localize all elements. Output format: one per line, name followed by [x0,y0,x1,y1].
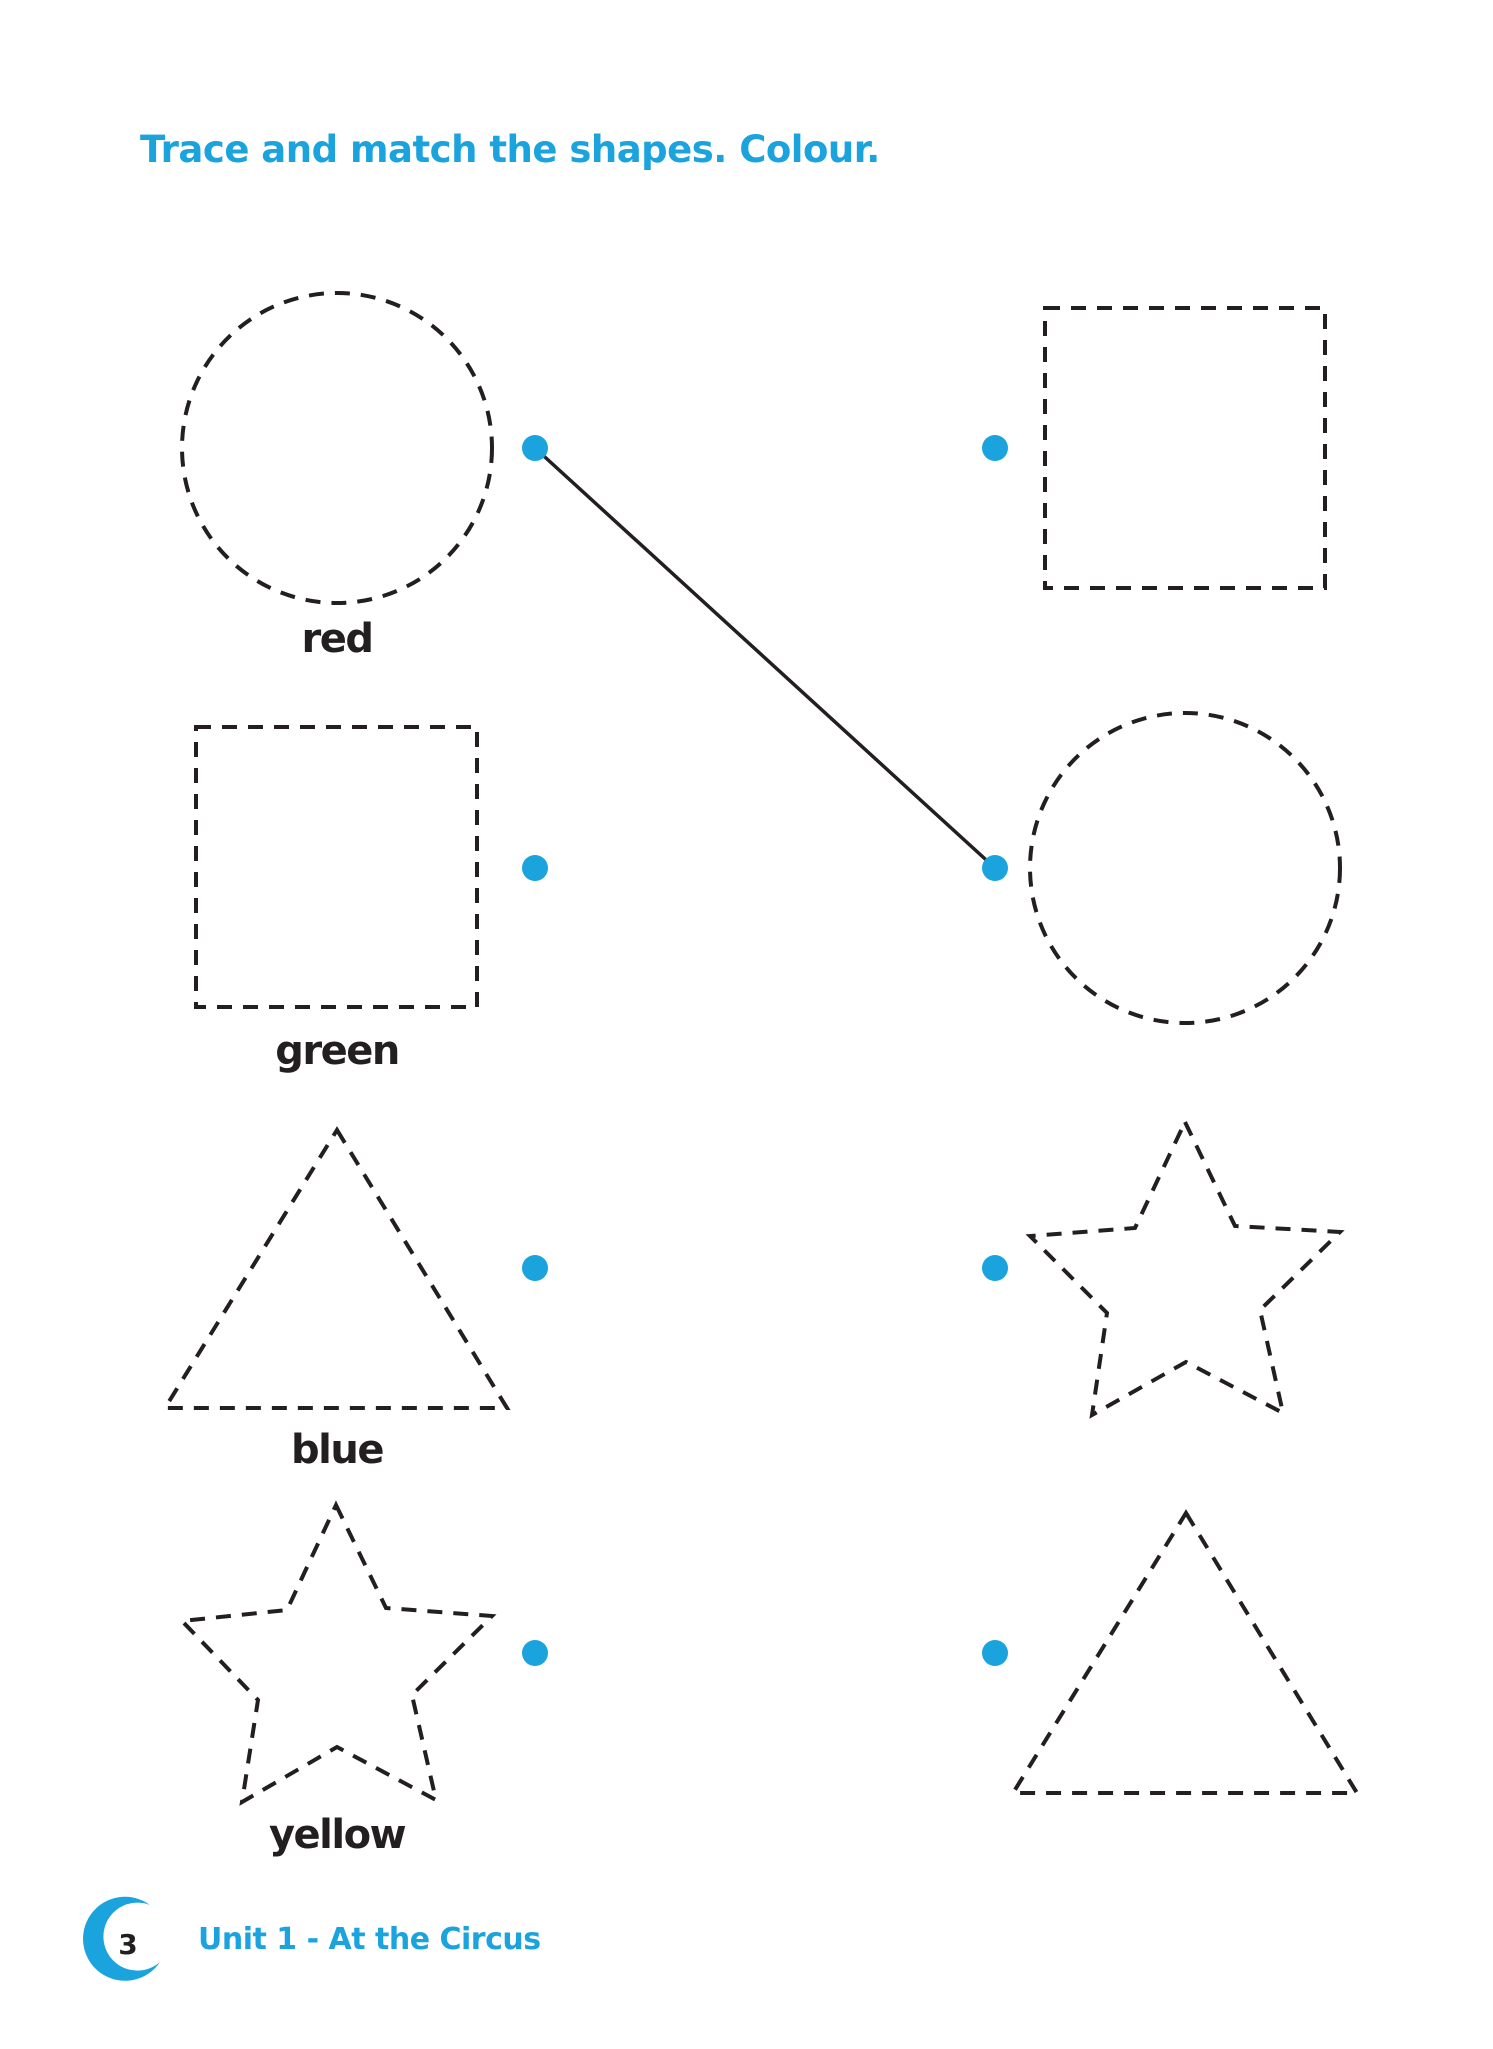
right-dot-circle[interactable] [982,855,1008,881]
label-green: green [275,1028,400,1074]
left-triangle-outline[interactable] [161,1126,511,1410]
left-square-outline[interactable] [194,725,479,1009]
label-red: red [301,616,375,662]
right-triangle-outline[interactable] [1009,1509,1361,1795]
left-star-outline[interactable] [177,1500,497,1806]
left-dot-square[interactable] [522,855,548,881]
label-blue: blue [291,1427,384,1473]
right-star-outline[interactable] [1025,1117,1345,1419]
left-dot-triangle[interactable] [522,1255,548,1281]
page-number: 3 [118,1928,138,1961]
right-dot-square[interactable] [982,435,1008,461]
left-dot-circle[interactable] [522,435,548,461]
page-badge-crescent-icon [83,1896,160,1981]
example-match-line [533,446,997,870]
unit-title: Unit 1 - At the Circus [198,1922,541,1957]
label-yellow: yellow [268,1812,407,1858]
right-dot-triangle[interactable] [982,1640,1008,1666]
right-square-outline[interactable] [1043,306,1327,590]
right-circle-outline[interactable] [1028,711,1342,1025]
instruction-heading: Trace and match the shapes. Colour. [140,128,880,171]
right-dot-star[interactable] [982,1255,1008,1281]
left-dot-star[interactable] [522,1640,548,1666]
left-circle-outline[interactable] [180,291,494,605]
